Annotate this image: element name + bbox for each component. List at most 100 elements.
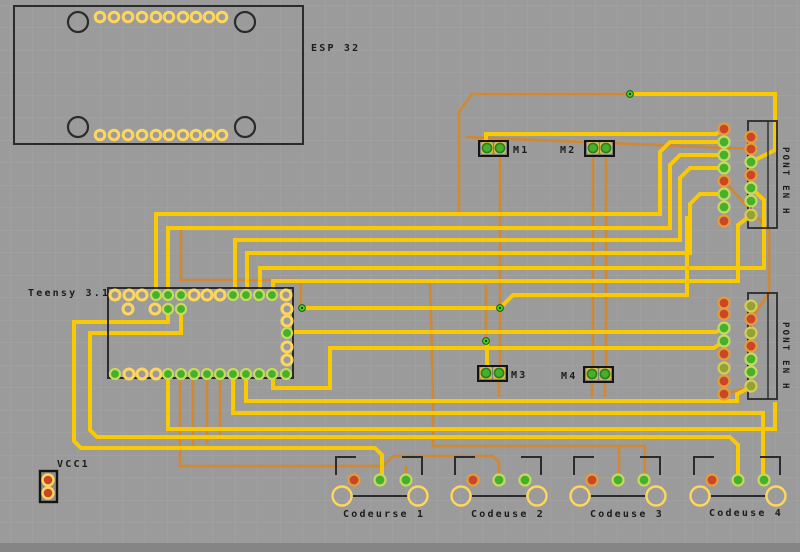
pad-through-hole[interactable]: [135, 288, 149, 302]
pad-through-hole[interactable]: [93, 10, 107, 24]
pad-red[interactable]: [347, 473, 361, 487]
pad-green[interactable]: [149, 288, 163, 302]
pad-red[interactable]: [41, 486, 55, 500]
pad-through-hole[interactable]: [202, 128, 216, 142]
pad-green[interactable]: [161, 302, 175, 316]
pad-through-hole[interactable]: [121, 10, 135, 24]
pad-red[interactable]: [705, 473, 719, 487]
pad-through-hole[interactable]: [280, 340, 294, 354]
pad-through-hole[interactable]: [176, 10, 190, 24]
pad-green[interactable]: [717, 321, 731, 335]
pad-green[interactable]: [108, 367, 122, 381]
label-pont-top[interactable]: PONT EN H: [780, 147, 790, 216]
pad-green[interactable]: [480, 367, 492, 379]
pad-through-hole[interactable]: [162, 10, 176, 24]
pad-green[interactable]: [494, 142, 506, 154]
trace-bottom-copper[interactable]: [166, 374, 777, 431]
codeuse-mount-ring[interactable]: [526, 485, 548, 507]
pad-through-hole[interactable]: [280, 353, 294, 367]
pad-green[interactable]: [717, 135, 731, 149]
pad-green[interactable]: [174, 302, 188, 316]
label-codeuse3[interactable]: Codeuse 3: [590, 509, 664, 520]
pad-green[interactable]: [744, 155, 758, 169]
trace-bottom-copper[interactable]: [245, 192, 724, 295]
pad-green[interactable]: [611, 473, 625, 487]
pad-green[interactable]: [174, 288, 188, 302]
trace-top-copper[interactable]: [457, 92, 630, 214]
label-m3[interactable]: M3: [511, 370, 527, 381]
pad-through-hole[interactable]: [149, 367, 163, 381]
trace-bottom-copper[interactable]: [258, 186, 766, 295]
label-codeuse4[interactable]: Codeuse 4: [709, 508, 783, 519]
trace-bottom-copper[interactable]: [302, 216, 689, 310]
pad-green[interactable]: [731, 473, 745, 487]
pad-red[interactable]: [717, 122, 731, 136]
pad-through-hole[interactable]: [189, 128, 203, 142]
pad-through-hole[interactable]: [107, 10, 121, 24]
pad-red[interactable]: [717, 347, 731, 361]
pad-through-hole[interactable]: [202, 10, 216, 24]
codeuse-mount-ring[interactable]: [569, 485, 591, 507]
codeuse-mount-ring[interactable]: [331, 485, 353, 507]
pad-through-hole[interactable]: [280, 314, 294, 328]
pad-green[interactable]: [586, 368, 598, 380]
pad-through-hole[interactable]: [135, 10, 149, 24]
pad-green[interactable]: [373, 473, 387, 487]
pad-green[interactable]: [239, 288, 253, 302]
label-codeuse1[interactable]: Codeurse 1: [343, 509, 425, 520]
codeuse-mount-ring[interactable]: [407, 485, 429, 507]
pad-olive[interactable]: [717, 361, 731, 375]
codeuse-mount-ring[interactable]: [450, 485, 472, 507]
label-m2[interactable]: M2: [560, 145, 576, 156]
pad-green[interactable]: [213, 367, 227, 381]
label-codeuse2[interactable]: Codeuse 2: [471, 509, 545, 520]
pad-through-hole[interactable]: [108, 288, 122, 302]
pad-green[interactable]: [744, 181, 758, 195]
pad-through-hole[interactable]: [279, 288, 293, 302]
pad-red[interactable]: [41, 473, 55, 487]
pad-green[interactable]: [717, 334, 731, 348]
trace-top-copper[interactable]: [179, 230, 303, 308]
codeuse-mount-ring[interactable]: [689, 485, 711, 507]
pad-green[interactable]: [161, 367, 175, 381]
pad-green[interactable]: [200, 367, 214, 381]
pad-green[interactable]: [252, 367, 266, 381]
pad-through-hole[interactable]: [162, 128, 176, 142]
pad-red[interactable]: [717, 296, 731, 310]
pad-green[interactable]: [252, 288, 266, 302]
pad-green[interactable]: [637, 473, 651, 487]
pad-green[interactable]: [599, 368, 611, 380]
pad-green[interactable]: [399, 473, 413, 487]
pad-red[interactable]: [744, 339, 758, 353]
trace-bottom-copper[interactable]: [72, 309, 384, 479]
pad-olive[interactable]: [744, 326, 758, 340]
pad-red[interactable]: [744, 168, 758, 182]
pad-through-hole[interactable]: [122, 288, 136, 302]
pad-green[interactable]: [279, 367, 293, 381]
pad-through-hole[interactable]: [215, 128, 229, 142]
trace-bottom-copper[interactable]: [630, 92, 777, 164]
pad-red[interactable]: [717, 374, 731, 388]
trace-bottom-copper[interactable]: [231, 374, 765, 478]
pad-green[interactable]: [239, 367, 253, 381]
label-pont-bottom[interactable]: PONT EN H: [780, 322, 790, 391]
pad-red[interactable]: [466, 473, 480, 487]
pad-green[interactable]: [744, 365, 758, 379]
pad-through-hole[interactable]: [149, 10, 163, 24]
pad-red[interactable]: [744, 142, 758, 156]
pad-green[interactable]: [600, 142, 612, 154]
pad-through-hole[interactable]: [93, 128, 107, 142]
pad-through-hole[interactable]: [187, 288, 201, 302]
pad-green[interactable]: [187, 367, 201, 381]
pad-red[interactable]: [744, 130, 758, 144]
trace-top-copper[interactable]: [178, 380, 501, 477]
pad-green[interactable]: [717, 200, 731, 214]
pad-green[interactable]: [280, 326, 294, 340]
pad-olive[interactable]: [744, 208, 758, 222]
trace-bottom-copper[interactable]: [244, 374, 752, 403]
label-m1[interactable]: M1: [513, 145, 529, 156]
pad-green[interactable]: [717, 148, 731, 162]
pad-through-hole[interactable]: [215, 10, 229, 24]
label-m4[interactable]: M4: [561, 371, 577, 382]
pad-olive[interactable]: [744, 299, 758, 313]
